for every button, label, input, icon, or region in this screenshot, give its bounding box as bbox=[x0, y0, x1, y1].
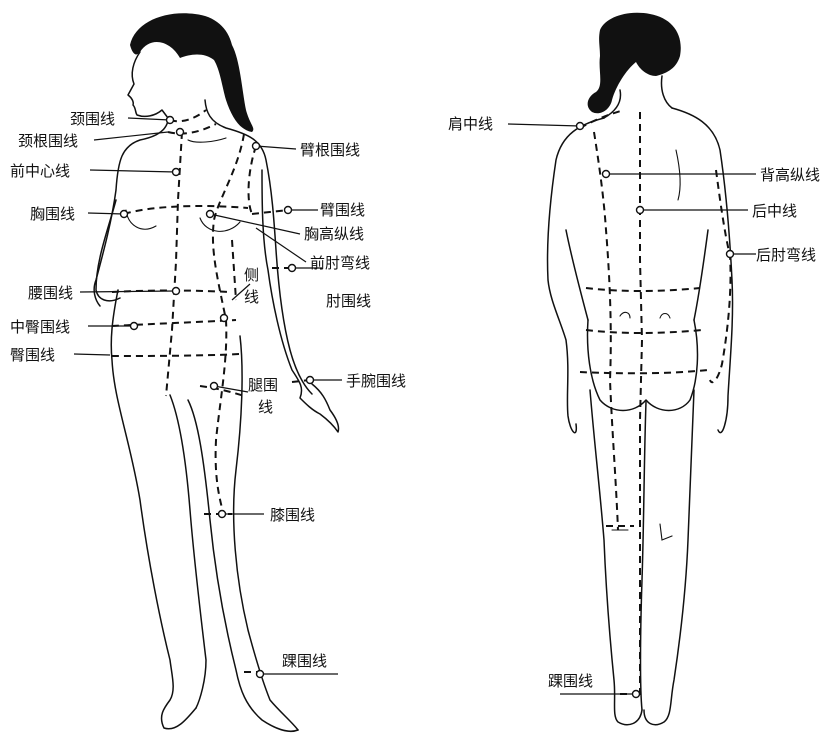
front-right-leg-outer bbox=[234, 336, 298, 730]
front-neckbase-dash bbox=[168, 124, 216, 134]
leader-hip bbox=[74, 354, 110, 355]
label-waist: 腰围线 bbox=[28, 284, 73, 302]
front-arm-root-dash bbox=[249, 146, 256, 214]
front-breast-right bbox=[200, 218, 240, 231]
back-right-leg bbox=[644, 390, 694, 725]
front-hair bbox=[130, 13, 253, 132]
label-center-front: 前中心线 bbox=[10, 162, 70, 180]
front-side-dash bbox=[232, 240, 236, 300]
front-torso-outline bbox=[94, 118, 168, 306]
label-knee: 膝围线 bbox=[270, 506, 315, 524]
back-point-elbow bbox=[727, 251, 734, 258]
label-chest: 胸围线 bbox=[30, 205, 75, 223]
label-back-vertical: 背高纵线 bbox=[760, 166, 820, 184]
back-point-ankle bbox=[633, 691, 640, 698]
back-figure bbox=[508, 13, 756, 725]
label-center-back: 后中线 bbox=[752, 202, 797, 220]
label-upper-arm: 臂围线 bbox=[320, 201, 365, 219]
front-point-chest bbox=[121, 211, 128, 218]
back-left-leg bbox=[590, 390, 642, 725]
front-point-knee bbox=[219, 511, 226, 518]
leader-center-front bbox=[90, 170, 176, 172]
front-collarbone bbox=[188, 138, 226, 142]
back-point-center bbox=[637, 207, 644, 214]
leader-chest bbox=[88, 213, 124, 214]
label-side-1: 侧 bbox=[244, 266, 259, 284]
front-upperarm-dash bbox=[252, 210, 288, 214]
label-shoulder-center: 肩中线 bbox=[448, 115, 493, 133]
front-point-arm-root bbox=[253, 143, 260, 150]
label-elbow: 肘围线 bbox=[326, 292, 371, 310]
label-hip: 臀围线 bbox=[10, 346, 55, 364]
label-thigh-1: 腿围 bbox=[248, 376, 278, 394]
label-ankle-back: 踝围线 bbox=[548, 672, 593, 690]
label-mid-hip: 中臀围线 bbox=[10, 318, 70, 336]
back-shoulder-blade-right bbox=[676, 150, 680, 200]
label-thigh-2: 线 bbox=[258, 398, 273, 416]
front-point-center-front bbox=[173, 169, 180, 176]
front-point-ankle bbox=[257, 671, 264, 678]
leader-neck bbox=[128, 118, 170, 120]
front-point-side bbox=[221, 315, 228, 322]
front-labels: 颈围线 颈根围线 前中心线 胸围线 腰围线 中臀围线 臀围线 臂根围线 臂围线 … bbox=[10, 110, 406, 670]
back-waist-dash bbox=[586, 288, 700, 291]
front-point-neck bbox=[167, 117, 174, 124]
leader-back-shoulder bbox=[508, 124, 580, 126]
front-face bbox=[128, 52, 168, 118]
back-elbow-dash-right bbox=[710, 170, 731, 382]
back-inner-arm-right bbox=[694, 230, 708, 320]
front-chest-dash bbox=[124, 206, 248, 214]
front-left-arm bbox=[96, 200, 120, 301]
label-wrist: 手腕围线 bbox=[346, 372, 406, 390]
label-front-elbow: 前肘弯线 bbox=[310, 254, 370, 272]
label-back-elbow: 后肘弯线 bbox=[756, 246, 816, 264]
front-point-neck-base bbox=[177, 129, 184, 136]
back-inner-legs bbox=[641, 402, 647, 710]
back-point-shoulder bbox=[577, 123, 584, 130]
back-point-vertical bbox=[603, 171, 610, 178]
back-hair bbox=[588, 13, 681, 113]
back-inner-arm-left bbox=[566, 230, 588, 320]
front-point-waist bbox=[173, 288, 180, 295]
front-point-elbow bbox=[289, 265, 296, 272]
label-neck-base: 颈根围线 bbox=[18, 132, 78, 150]
label-side-2: 线 bbox=[244, 288, 259, 306]
label-bust-vertical: 胸高纵线 bbox=[304, 225, 364, 243]
label-arm-root: 臂根围线 bbox=[300, 141, 360, 159]
front-neck-dash bbox=[170, 110, 206, 121]
back-labels: 肩中线 背高纵线 后中线 后肘弯线 踝围线 bbox=[448, 115, 820, 690]
front-point-bust bbox=[207, 211, 214, 218]
front-point-thigh bbox=[211, 383, 218, 390]
front-hip-dash bbox=[112, 354, 240, 356]
front-point-upper-arm bbox=[285, 207, 292, 214]
front-bust-vertical-dash bbox=[213, 134, 244, 516]
label-ankle-front: 踝围线 bbox=[282, 652, 327, 670]
back-dimples bbox=[620, 312, 670, 318]
back-midhip-dash bbox=[586, 330, 702, 333]
front-point-midhip bbox=[131, 323, 138, 330]
label-neck: 颈围线 bbox=[70, 110, 115, 128]
back-hip-dash bbox=[580, 370, 708, 373]
front-point-wrist bbox=[307, 377, 314, 384]
leader-neck-base bbox=[94, 132, 168, 140]
